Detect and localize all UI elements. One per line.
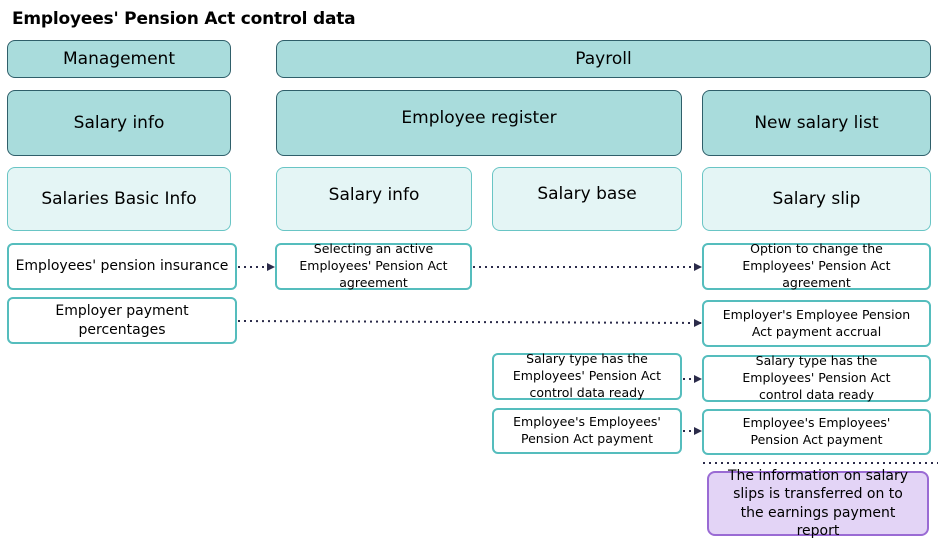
management-header-label: Management <box>63 48 175 69</box>
payroll-header-label: Payroll <box>575 49 632 69</box>
item-employer-percentages: Employer payment percentages <box>7 297 237 344</box>
module-employee-register: Employee register <box>276 90 682 156</box>
module-salary-info: Salary info <box>7 90 231 156</box>
item-salary-type-ready-slip: Salary type has the Employees' Pension A… <box>702 353 931 402</box>
item-salary-type-ready-base-label: Salary type has the Employees' Pension A… <box>512 351 662 400</box>
item-selecting-agreement: Selecting an active Employees' Pension A… <box>275 241 472 290</box>
screen-salaries-basic-info: Salaries Basic Info <box>7 167 231 231</box>
item-employer-percentages-label: Employer payment percentages <box>55 302 189 338</box>
item-pension-insurance: Employees' pension insurance <box>7 243 237 290</box>
item-employee-payment-base: Employee's Employees' Pension Act paymen… <box>492 408 682 454</box>
module-new-salary-list-label: New salary list <box>754 112 879 133</box>
arrow-percentages-to-accrual <box>237 318 702 327</box>
payroll-header: Payroll <box>276 40 931 78</box>
item-option-change-agreement-label: Option to change the Employees' Pension … <box>742 241 891 290</box>
screen-salary-base-label: Salary base <box>537 184 637 204</box>
page-title: Employees' Pension Act control data <box>12 9 356 29</box>
item-employer-accrual-label: Employer's Employee Pension Act payment … <box>722 306 911 339</box>
item-option-change-agreement: Option to change the Employees' Pension … <box>702 241 931 290</box>
transfer-note: The information on salary slips is trans… <box>707 468 929 539</box>
screen-salary-base: Salary base <box>492 167 682 231</box>
screen-salaries-basic-info-label: Salaries Basic Info <box>41 188 197 209</box>
item-pension-insurance-label: Employees' pension insurance <box>15 258 229 275</box>
item-employee-payment-base-label: Employee's Employees' Pension Act paymen… <box>513 414 661 446</box>
item-selecting-agreement-label: Selecting an active Employees' Pension A… <box>299 241 448 290</box>
item-employer-accrual: Employer's Employee Pension Act payment … <box>702 300 931 347</box>
item-employee-payment-slip: Employee's Employees' Pension Act paymen… <box>702 409 931 455</box>
module-employee-register-label: Employee register <box>401 108 557 128</box>
item-salary-type-ready-base: Salary type has the Employees' Pension A… <box>492 351 682 400</box>
item-salary-type-ready-slip-label: Salary type has the Employees' Pension A… <box>742 353 891 402</box>
transfer-note-label: The information on salary slips is trans… <box>727 468 908 539</box>
module-new-salary-list: New salary list <box>702 90 931 156</box>
screen-salary-info-label: Salary info <box>328 185 420 205</box>
module-salary-info-label: Salary info <box>73 112 165 133</box>
screen-salary-info: Salary info <box>276 167 472 231</box>
management-header: Management <box>7 40 231 78</box>
screen-salary-slip-label: Salary slip <box>772 188 861 209</box>
item-employee-payment-slip-label: Employee's Employees' Pension Act paymen… <box>742 415 891 447</box>
screen-salary-slip: Salary slip <box>702 167 931 231</box>
